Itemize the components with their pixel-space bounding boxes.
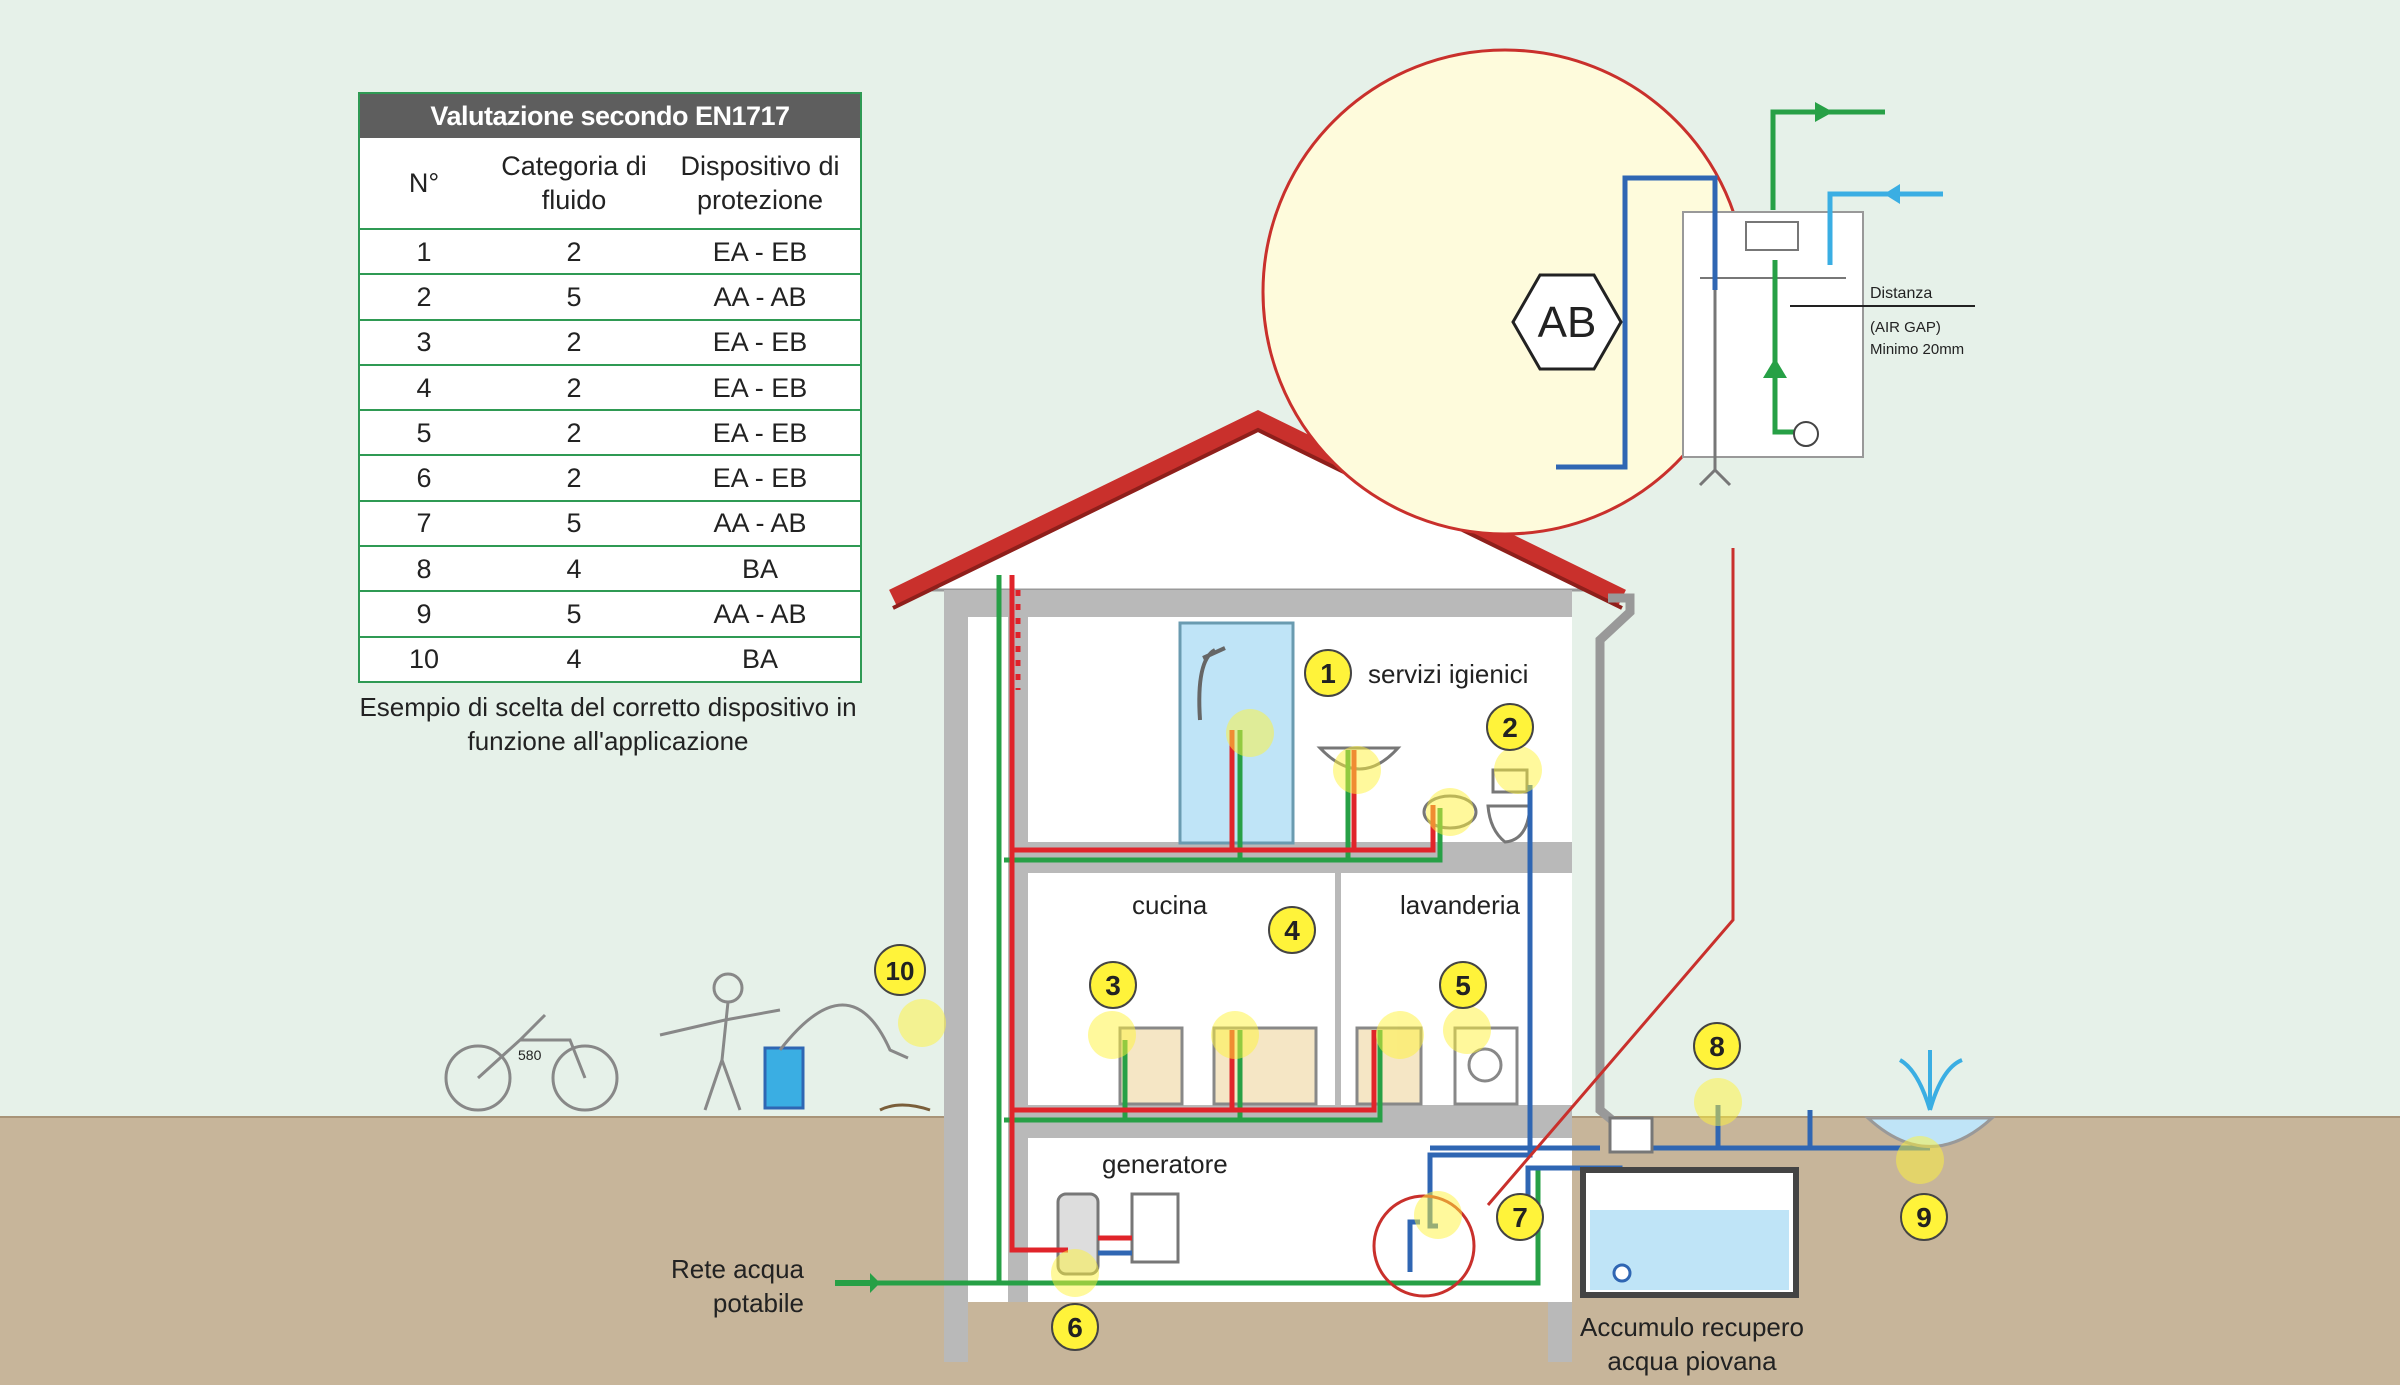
en1717-table: Valutazione secondo EN1717 N° Categoria …: [358, 92, 862, 683]
table-row: 10 4 BA: [360, 638, 860, 681]
cell-category: 5: [566, 599, 582, 630]
cell-number: 10: [408, 644, 440, 675]
column-header-category: Categoria di fluido: [501, 151, 647, 215]
airgap-detail-callout: [1261, 48, 1975, 1298]
marker-10-label: 10: [886, 956, 915, 986]
cell-category: 2: [566, 327, 582, 358]
marker-2: [1486, 703, 1534, 751]
column-header-number: N°: [408, 168, 440, 198]
cell-number: 6: [416, 463, 432, 494]
cell-category: 5: [566, 281, 582, 312]
cell-category: 2: [566, 236, 582, 267]
table-row: 4 2 EA - EB: [360, 366, 860, 412]
table-title: Valutazione secondo EN1717: [360, 94, 860, 138]
table-row: 9 5 AA - AB: [360, 592, 860, 638]
table-row: 6 2 EA - EB: [360, 456, 860, 502]
marker-7: [1496, 1193, 1544, 1241]
marker-6: [1051, 1303, 1099, 1351]
marker-4: [1268, 906, 1316, 954]
highlight-halos: [898, 709, 1944, 1297]
pressure-washer-scene: [444, 972, 931, 1112]
ab-symbol: AB: [1538, 298, 1597, 347]
table-row: 3 2 EA - EB: [360, 321, 860, 366]
cell-device: EA - EB: [712, 463, 808, 494]
marker-1: [1304, 649, 1352, 697]
room-label-laundry: lavanderia: [1400, 890, 1521, 920]
marker-6-label: 6: [1067, 1312, 1083, 1343]
table-row: 2 5 AA - AB: [360, 275, 860, 321]
tank-label-line2: acqua piovana: [1607, 1346, 1777, 1376]
cell-number: 4: [416, 372, 432, 403]
mains-label-line2: potabile: [713, 1288, 804, 1318]
cell-number: 9: [416, 599, 432, 630]
cell-device: EA - EB: [712, 327, 808, 358]
marker-3: [1089, 961, 1137, 1009]
table-row: 5 2 EA - EB: [360, 411, 860, 457]
rain-tank: [1580, 1116, 1799, 1298]
marker-4-label: 4: [1284, 915, 1300, 946]
detail-minimum: Minimo 20mm: [1870, 341, 1964, 358]
cell-device: BA: [741, 553, 779, 584]
cell-number: 3: [416, 327, 432, 358]
table-row: 8 4 BA: [360, 547, 860, 593]
marker-8-label: 8: [1709, 1031, 1725, 1062]
column-header-device: Dispositivo di protezione: [680, 151, 840, 215]
fountain-pond: [1864, 1050, 1996, 1148]
cell-device: EA - EB: [712, 372, 808, 403]
cell-number: 8: [416, 553, 432, 584]
cell-number: 1: [416, 236, 432, 267]
marker-9: [1900, 1193, 1948, 1241]
cell-category: 2: [566, 463, 582, 494]
cell-number: 5: [416, 417, 432, 448]
room-label-bath: servizi igienici: [1368, 659, 1528, 689]
mains-label-line1: Rete acqua: [671, 1254, 805, 1284]
marker-2-label: 2: [1502, 712, 1518, 743]
room-label-generator: generatore: [1102, 1149, 1228, 1179]
cell-category: 2: [566, 372, 582, 403]
markers: 1 2 3 4 5 6 7 8 9 10: [874, 649, 1948, 1351]
cell-category: 4: [566, 553, 582, 584]
cell-number: 2: [416, 281, 432, 312]
room-label-kitchen: cucina: [1132, 890, 1208, 920]
cell-device: AA - AB: [713, 508, 807, 539]
detail-distance: Distanza: [1870, 285, 1932, 302]
cell-category: 2: [566, 417, 582, 448]
house: [889, 409, 1635, 1362]
marker-9-label: 9: [1916, 1202, 1932, 1233]
table-row: 7 5 AA - AB: [360, 502, 860, 548]
table-row: 1 2 EA - EB: [360, 230, 860, 276]
marker-1-label: 1: [1320, 658, 1336, 689]
cell-device: EA - EB: [712, 236, 808, 267]
marker-5: [1439, 961, 1487, 1009]
marker-3-label: 3: [1105, 970, 1121, 1001]
cell-device: EA - EB: [712, 417, 808, 448]
cell-category: 5: [566, 508, 582, 539]
table-header-row: N° Categoria di fluido Dispositivo di pr…: [360, 138, 860, 230]
detail-airgap: (AIR GAP): [1870, 319, 1941, 336]
tank-label-line1: Accumulo recupero: [1580, 1312, 1804, 1342]
marker-10: [874, 944, 926, 996]
table-caption: Esempio di scelta del corretto dispositi…: [359, 692, 857, 756]
cell-device: AA - AB: [713, 599, 807, 630]
cell-category: 4: [566, 644, 582, 675]
cell-number: 7: [416, 508, 432, 539]
marker-7-label: 7: [1512, 1202, 1528, 1233]
moto-plate: 580: [518, 1047, 542, 1063]
cell-device: BA: [741, 644, 779, 675]
marker-8: [1693, 1022, 1741, 1070]
cell-device: AA - AB: [713, 281, 807, 312]
marker-5-label: 5: [1455, 970, 1471, 1001]
